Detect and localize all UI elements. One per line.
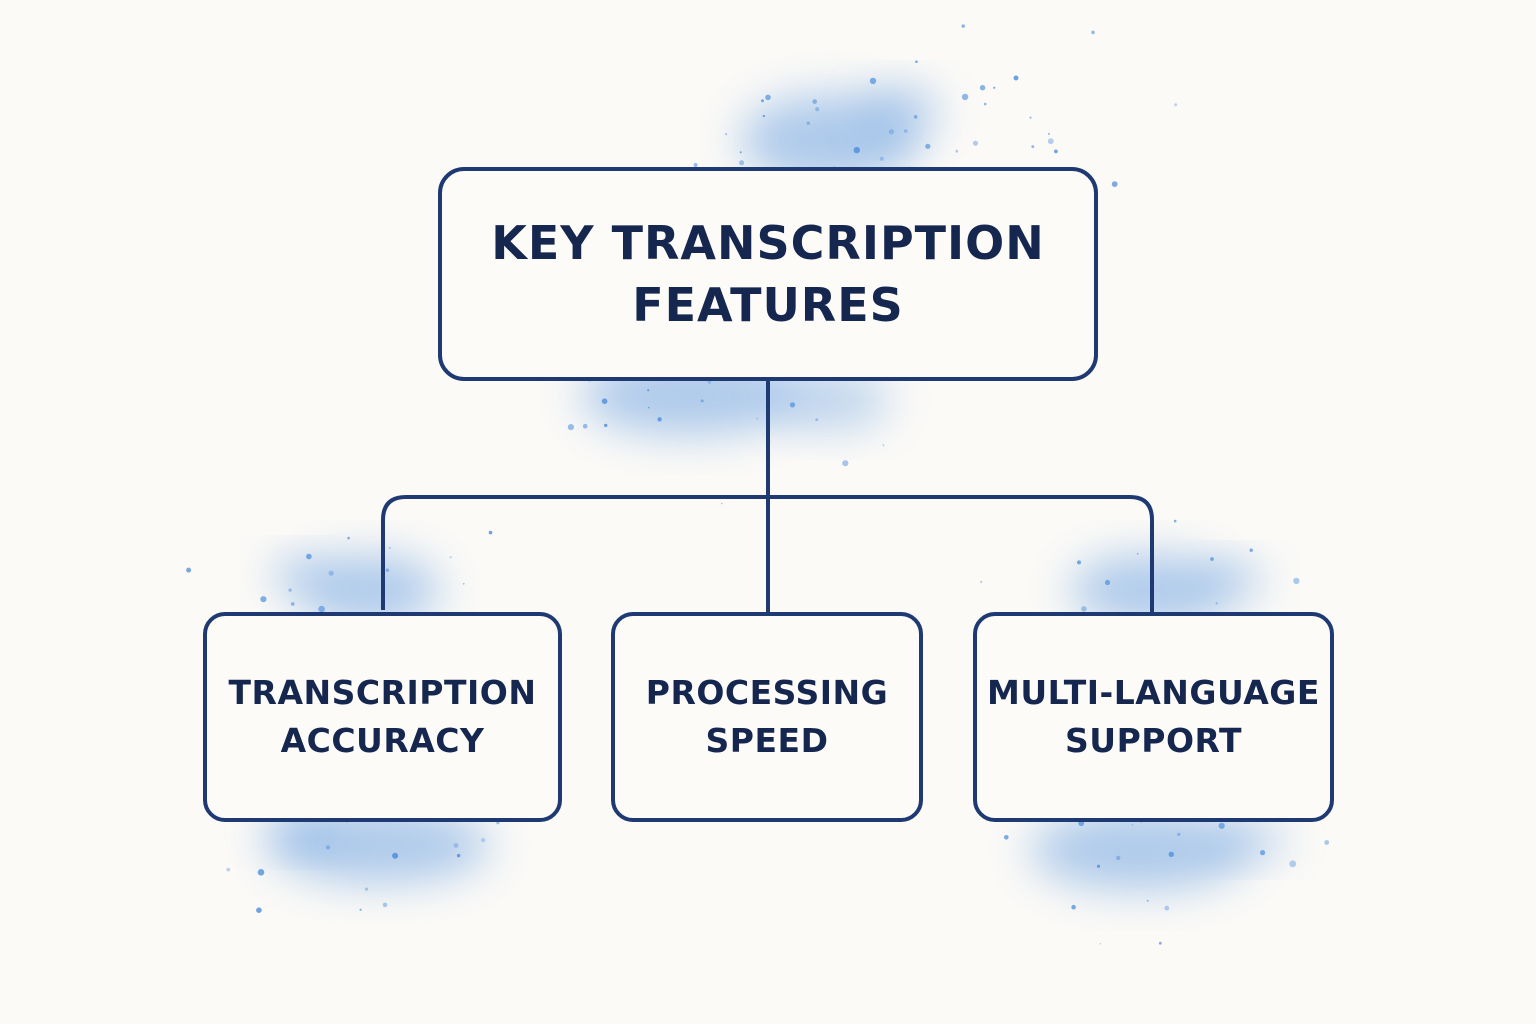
root-node: KEY TRANSCRIPTION FEATURES: [438, 167, 1098, 381]
child-node-transcription-accuracy: TRANSCRIPTION ACCURACY: [203, 612, 562, 822]
connector-branch: [381, 495, 1154, 612]
child-node-line-1: MULTI-LANGUAGE: [987, 673, 1320, 712]
child-node-line-2: SUPPORT: [1065, 721, 1242, 760]
root-node-line-1: KEY TRANSCRIPTION: [491, 216, 1045, 270]
child-node-line-2: ACCURACY: [280, 721, 485, 760]
child-node-multi-language-support: MULTI-LANGUAGE SUPPORT: [973, 612, 1334, 822]
child-node-line-1: TRANSCRIPTION: [228, 673, 537, 712]
child-node-line-2: SPEED: [705, 721, 829, 760]
child-node-line-1: PROCESSING: [645, 673, 889, 712]
root-node-line-2: FEATURES: [632, 278, 904, 332]
child-node-processing-speed: PROCESSING SPEED: [611, 612, 923, 822]
